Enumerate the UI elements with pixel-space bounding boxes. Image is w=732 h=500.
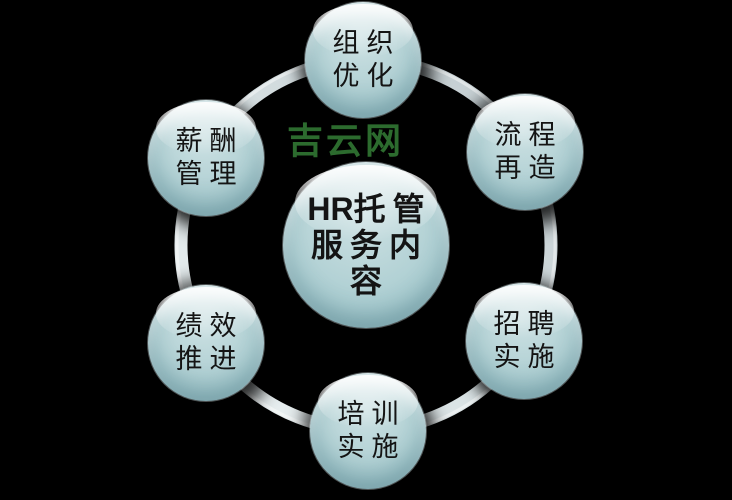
node-hr-service-content: HR托管 服务内 容 xyxy=(283,162,449,328)
node-label: 招聘 实施 xyxy=(487,308,562,374)
node-label-line: 推进 xyxy=(175,344,244,374)
hr-abbreviation: HR xyxy=(307,191,354,227)
node-label: 组织 优化 xyxy=(326,27,401,93)
node-compensation-management: 薪酬 管理 xyxy=(148,100,264,216)
node-training-implementation: 培训 实施 xyxy=(310,373,426,489)
node-label: 绩效 推进 xyxy=(169,310,244,376)
node-label: 培训 实施 xyxy=(331,398,406,464)
node-label-line: 绩效 xyxy=(175,311,244,341)
node-label-line: 组织 xyxy=(332,28,401,58)
node-label-line: 招聘 xyxy=(493,309,562,339)
node-process-reengineering: 流程 再造 xyxy=(467,94,583,210)
node-label-line: 流程 xyxy=(494,120,563,150)
node-label: HR托管 服务内 容 xyxy=(300,191,431,299)
node-label: 流程 再造 xyxy=(488,119,563,185)
node-performance-advancement: 绩效 推进 xyxy=(148,285,264,401)
watermark-text: 吉云网 xyxy=(287,120,405,161)
node-recruitment-implementation: 招聘 实施 xyxy=(466,283,582,399)
node-label: 薪酬 管理 xyxy=(169,125,244,191)
node-organization-optimization: 组织 优化 xyxy=(305,2,421,118)
node-label-line: 再造 xyxy=(494,153,563,183)
node-label-line: 容 xyxy=(349,263,389,299)
node-label-line: 实施 xyxy=(493,342,562,372)
node-label-line: 管理 xyxy=(175,159,244,189)
node-label-line: 实施 xyxy=(337,432,406,462)
node-label-line: 培训 xyxy=(337,399,406,429)
node-label-line: 服务内 xyxy=(310,227,428,263)
node-label-line: HR托管 xyxy=(300,191,431,227)
node-label-line: 薪酬 xyxy=(175,126,244,156)
node-label-line: 优化 xyxy=(332,61,401,91)
node-label-text: 托管 xyxy=(353,191,432,227)
